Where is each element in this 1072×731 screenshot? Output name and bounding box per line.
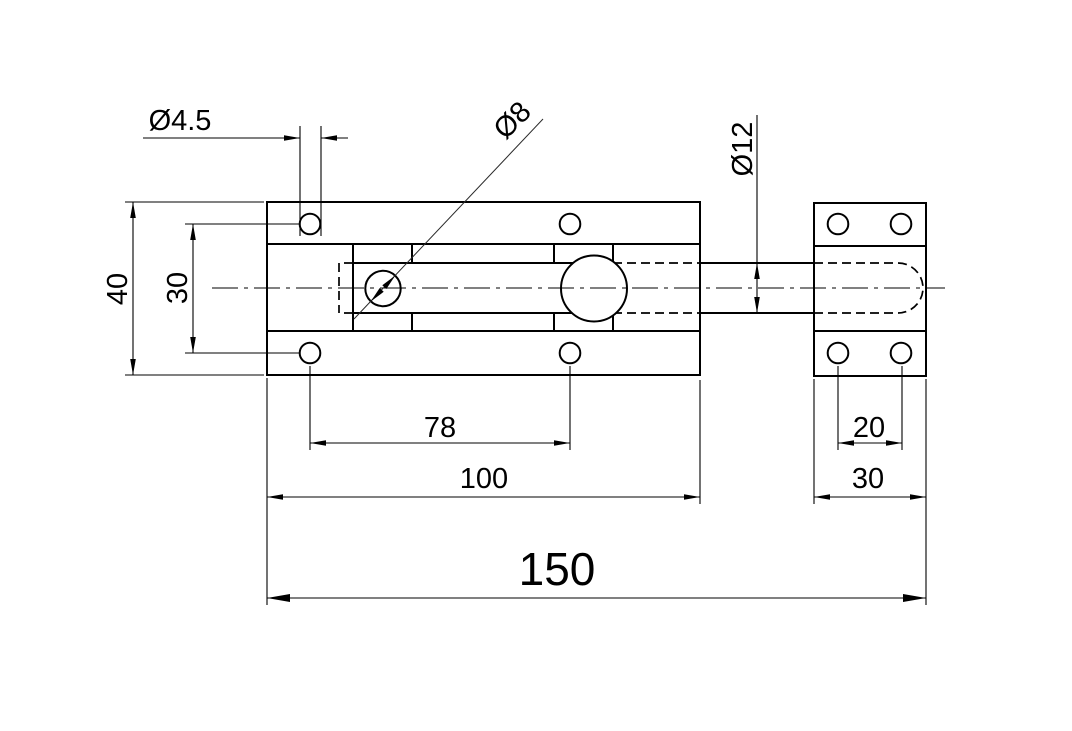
- extension-lines: [309, 366, 571, 450]
- arrowhead: [554, 440, 570, 446]
- dimension-plate-length: 100: [266, 378, 701, 605]
- dimension-bolt-diameter: Ø12: [727, 115, 760, 313]
- arrowhead: [370, 288, 384, 302]
- dimension-hole-spacing-horizontal: 78: [309, 366, 571, 450]
- dimension-plate-height: 40: [102, 201, 264, 376]
- keeper-hole-bottom-left: [826, 341, 850, 365]
- arrowhead: [910, 494, 926, 500]
- dim-label-plate-height: 40: [102, 273, 134, 305]
- arrowhead: [190, 224, 196, 240]
- extension-lines: [125, 201, 264, 376]
- keeper-inner-lines: [814, 245, 926, 332]
- dim-label-bolt-diameter: Ø12: [727, 122, 759, 177]
- arrowhead: [838, 440, 854, 446]
- extension-lines: [185, 223, 299, 354]
- body-hole-bottom-left: [298, 341, 322, 365]
- dimension-keeper-width: 30: [813, 379, 927, 605]
- arrowhead: [814, 494, 830, 500]
- dim-label-hole-spacing-horizontal: 78: [424, 412, 456, 444]
- dimension-hole-spacing-vertical: 30: [162, 223, 299, 354]
- dimension-overall-length: 150: [267, 543, 926, 602]
- dim-label-overall-length: 150: [519, 543, 596, 595]
- bolt-hidden-right-section: [613, 262, 700, 314]
- body-hole-bottom-right: [558, 341, 582, 365]
- dim-label-keeper-hole-spacing: 20: [853, 412, 885, 444]
- extension-lines: [299, 126, 322, 236]
- guide-straps: [411, 244, 555, 331]
- bolt-hidden-in-keeper: [814, 262, 924, 314]
- body-hole-top-right: [558, 212, 582, 236]
- screw-holes: [298, 212, 913, 365]
- dim-label-small-hole-diameter: Ø4.5: [149, 105, 212, 137]
- dim-label-keeper-width: 30: [852, 463, 884, 495]
- extension-lines: [813, 379, 927, 605]
- dim-label-plate-length: 100: [460, 463, 508, 495]
- arrowhead: [903, 594, 926, 602]
- extension-lines: [837, 366, 903, 450]
- arrowhead: [267, 494, 283, 500]
- sliding-bolt: [338, 262, 814, 314]
- latch-body-inner-lines: [267, 243, 700, 332]
- bolt-hidden-left-end: [338, 262, 353, 314]
- dimension-small-hole-diameter: Ø4.5: [143, 105, 348, 236]
- keeper-hole-top-left: [826, 212, 850, 236]
- arrowhead: [382, 275, 396, 289]
- arrowhead: [190, 337, 196, 353]
- bolt-visible-edges: [353, 262, 613, 314]
- dimension-keeper-hole-spacing: 20: [837, 366, 903, 450]
- arrowhead: [886, 440, 902, 446]
- dim-label-knob-diameter: Ø8: [488, 96, 538, 146]
- arrowhead: [321, 135, 337, 141]
- body-hole-top-left: [298, 212, 322, 236]
- arrowhead: [754, 263, 760, 279]
- arrowhead: [130, 202, 136, 218]
- arrowhead: [130, 359, 136, 375]
- keeper-hole-bottom-right: [889, 341, 913, 365]
- arrowhead: [267, 594, 290, 602]
- arrowhead: [684, 494, 700, 500]
- extension-lines: [266, 378, 701, 605]
- arrowhead: [284, 135, 300, 141]
- arrowhead: [310, 440, 326, 446]
- arrowhead: [754, 297, 760, 313]
- dim-label-hole-spacing-vertical: 30: [162, 272, 194, 304]
- keeper-hole-top-right: [889, 212, 913, 236]
